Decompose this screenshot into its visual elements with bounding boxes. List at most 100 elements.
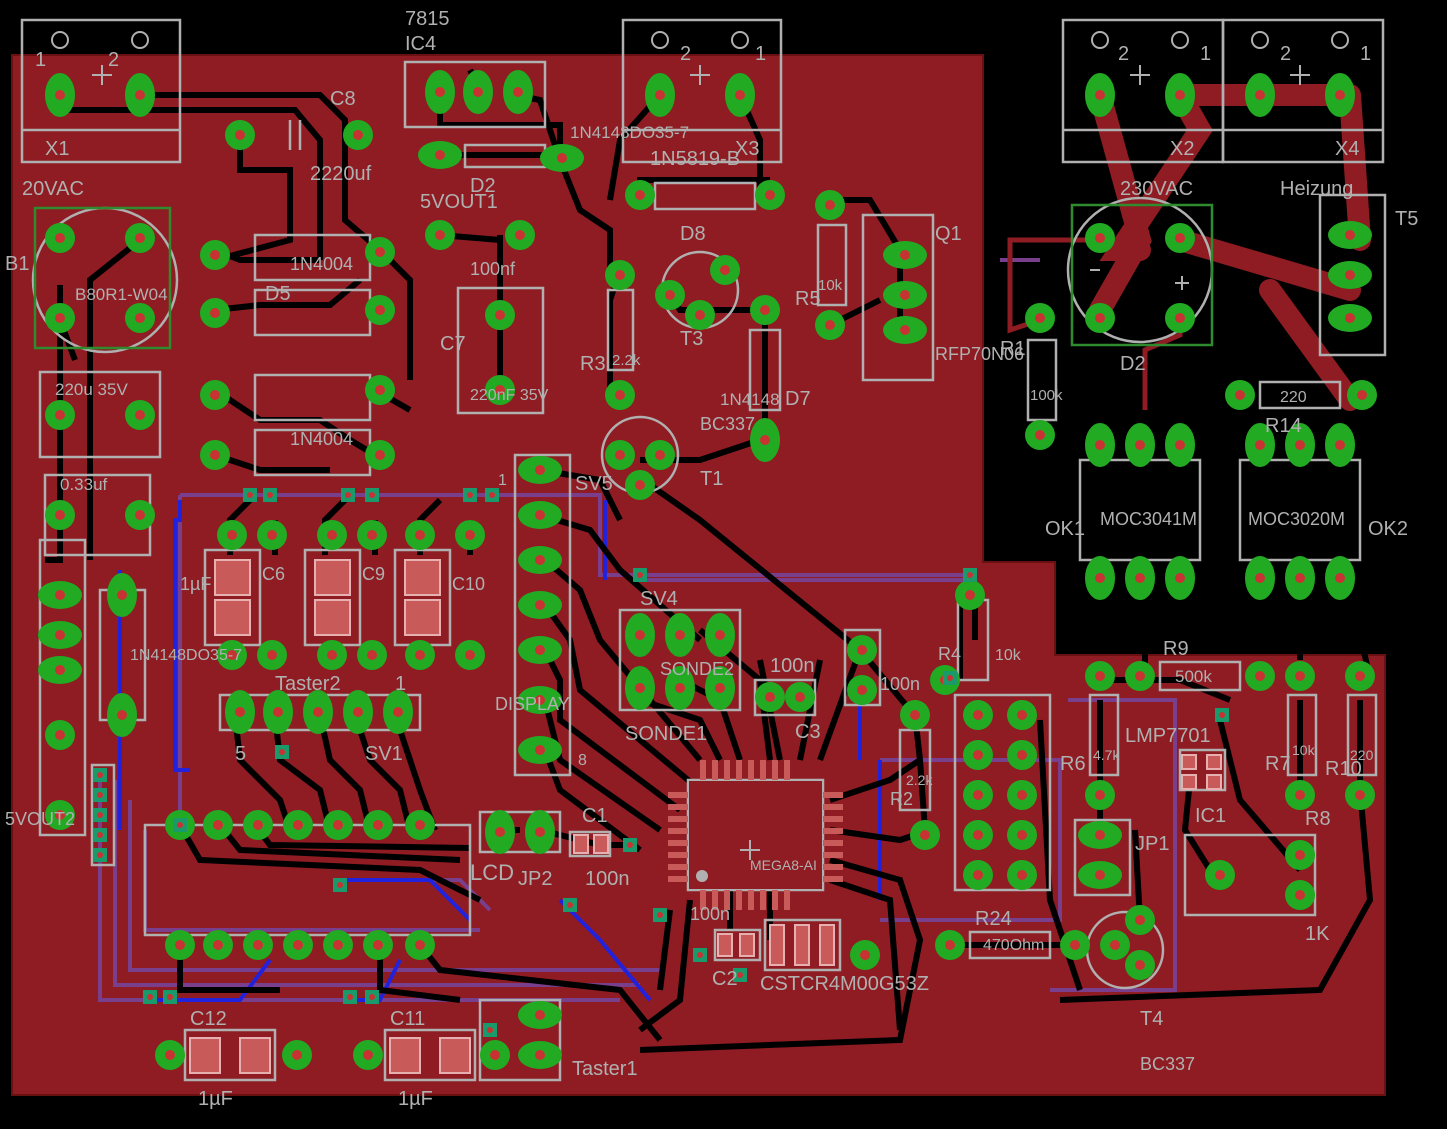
label-lcd: LCD [470,860,514,885]
label-n1: 1 [498,472,507,489]
label-c11-value: 1µF [398,1088,433,1110]
label-sonde1: SONDE1 [625,723,707,745]
label-x1-volt: 20VAC [22,178,84,200]
label-r10-value: 220 [1350,747,1374,763]
label-x1-pin1: 1 [35,49,46,71]
label-c6: C6 [262,564,285,584]
label-d2: D2 [470,175,496,197]
label-d7-value: 1N4148 [720,390,780,409]
label-mega: MEGA8-AI [750,857,817,873]
label-x2: X2 [1170,138,1194,160]
label-q1-value: RFP70N06 [935,344,1024,364]
label-t1: T1 [700,468,723,490]
label-d2-value: 1N4148DO35-7 [570,123,689,142]
label-r24-value: 470Ohm [983,937,1044,954]
label-x4: X4 [1335,138,1359,160]
label-ok1: OK1 [1045,518,1085,540]
label-r24: R24 [975,908,1012,930]
label-r2-value: 2.2k [906,772,933,788]
label-ok2: OK2 [1368,518,1408,540]
label-jp1: JP1 [1135,833,1169,855]
label-r3-value: 2.2k [612,352,641,369]
label-x3: X3 [735,138,759,160]
label-sonde2: SONDE2 [660,659,734,679]
label-c4-value: 220u 35V [55,380,128,399]
label-r14: R14 [1265,415,1302,437]
label-c12-value: 1µF [198,1088,233,1110]
label-c11: C11 [390,1008,425,1030]
label-taster1: Taster1 [572,1058,638,1080]
label-t4: BC337 [1140,1054,1195,1074]
label-r1: R1 [1000,338,1026,360]
smd-pads [189,559,1222,1074]
label-c1: C1 [582,805,608,827]
label-heizung: Heizung [1280,178,1353,200]
polarity-marks [92,65,1310,860]
label-c7: C7 [440,333,466,355]
label-ok2-value: MOC3020M [1248,509,1345,529]
label-vout2: 5VOUT2 [5,809,75,829]
label-c1-value: 100n [585,868,630,890]
label-b1: B1 [5,253,29,275]
label-x1: X1 [45,138,69,160]
label-q1: Q1 [935,223,962,245]
label-ic4-value: 7815 [405,8,450,30]
label-ic1: IC1 [1195,805,1226,827]
label-c2: C2 [712,968,738,990]
label-r1-value: 100k [1030,387,1063,404]
label-x3-pin2: 2 [680,43,691,65]
label-c9: C9 [362,564,385,584]
label-c12: C12 [190,1008,227,1030]
label-sv1: SV1 [365,743,403,765]
label-d2-right: D2 [1120,353,1146,375]
label-r4-value: 10k [995,647,1022,664]
label-taster2: Taster2 [275,673,341,695]
through-hole-pads [38,31,1377,1070]
label-r14-value: 220 [1280,389,1307,406]
label-t4-name: T4 [1140,1008,1163,1030]
mega8-chip [668,760,843,910]
label-c3: C3 [795,721,821,743]
label-n8: 8 [578,752,587,769]
label-vout1: 5VOUT1 [420,191,498,213]
label-x3-pin1: 1 [755,43,766,65]
label-x2-pin2: 2 [1118,43,1129,65]
label-sv1-pin5: 5 [235,743,246,765]
label-d5: D5 [265,283,291,305]
label-d-left: 1N4148DO35-7 [130,647,242,664]
label-x2-volt: 230VAC [1120,178,1193,200]
label-d4: 1N4004 [290,254,353,274]
label-x1-pin2: 2 [108,49,119,71]
label-ic4: IC4 [405,33,436,55]
label-r5-value: 10k [818,277,843,294]
label-c10: C10 [452,574,485,594]
label-c1-elko: 220nF 35V [470,387,549,404]
label-c-100n: 100n [880,674,920,694]
label-c8: C8 [330,88,356,110]
label-x4-pin2: 2 [1280,43,1291,65]
label-d8: 1N5819-B [650,148,740,170]
label-t3: BC337 [700,414,755,434]
label-c2-100n: 100n [690,904,730,924]
label-lmp: LMP7701 [1125,725,1211,747]
label-r6: R6 [1060,753,1086,775]
label-r7-value: 10k [1292,742,1316,758]
label-jp2: JP2 [518,868,552,890]
label-r9: R9 [1163,638,1189,660]
label-r4: R4 [938,644,961,664]
label-r6-value: 4.7k [1093,747,1120,763]
label-cstcr: CSTCR4M00G53Z [760,973,929,995]
label-b1-value: B80R1-W04 [75,285,168,304]
label-d6: 1N4004 [290,429,353,449]
label-r2: R2 [890,789,913,809]
label-r8: R8 [1305,808,1331,830]
label-r7: R7 [1265,753,1291,775]
label-sv4: SV4 [640,588,678,610]
label-r5: R5 [795,288,821,310]
label-d7: D7 [785,388,811,410]
label-c7-value: 100nf [470,259,516,279]
label-d8-name: D8 [680,223,706,245]
label-c-1uf: 1µF [180,574,211,594]
label-r9-value: 500k [1175,667,1212,686]
